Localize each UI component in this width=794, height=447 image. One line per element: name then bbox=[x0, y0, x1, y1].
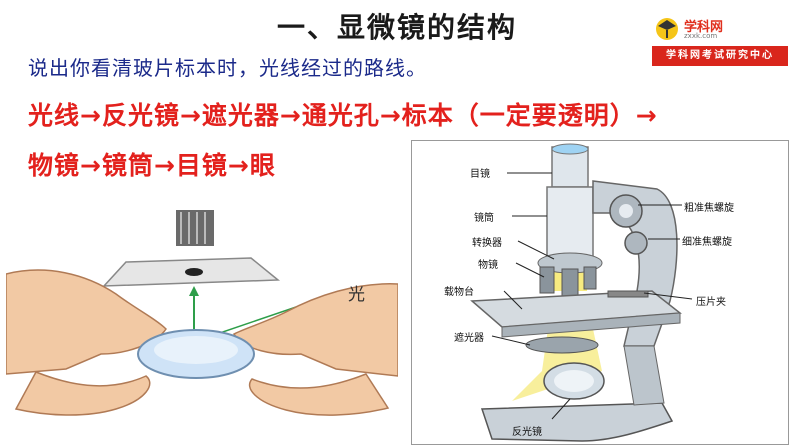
slide-title: 一、显微镜的结构 bbox=[276, 11, 517, 44]
label-clip: 压片夹 bbox=[696, 297, 726, 308]
question-text: 说出你看清玻片标本时，光线经过的路线。 bbox=[28, 56, 427, 80]
microscope-diagram: 目镜 镜筒 转换器 物镜 载物台 遮光器 反光镜 粗准焦螺旋 细准焦螺旋 压片夹 bbox=[411, 140, 789, 445]
label-fine-focus: 细准焦螺旋 bbox=[682, 237, 732, 248]
logo-url: zxxk.com bbox=[684, 32, 718, 40]
logo: 学科网 zxxk.com bbox=[652, 14, 784, 46]
label-mirror: 反光镜 bbox=[512, 427, 542, 438]
light-path-line-2: 物镜→镜筒→目镜→眼 bbox=[28, 151, 276, 180]
label-eyepiece: 目镜 bbox=[470, 169, 490, 180]
right-hand-shape bbox=[232, 283, 399, 377]
left-hand-shape bbox=[5, 269, 167, 375]
microscope-drawing bbox=[470, 143, 693, 442]
light-path-line-1: 光线→反光镜→遮光器→通光孔→标本（一定要透明）→ bbox=[28, 101, 658, 130]
label-nosepiece: 转换器 bbox=[472, 238, 502, 249]
logo-name: 学科网 bbox=[684, 20, 724, 35]
label-coarse-focus: 粗准焦螺旋 bbox=[684, 203, 734, 214]
light-label: 光 bbox=[348, 285, 365, 305]
label-diaphragm: 遮光器 bbox=[454, 333, 484, 344]
logo-banner: 学科网考试研究中心 bbox=[652, 46, 788, 66]
objective-lens-shape bbox=[176, 210, 214, 246]
mirror-illustration: 光 bbox=[5, 204, 399, 444]
logo-mark-icon bbox=[656, 18, 678, 40]
label-objective: 物镜 bbox=[478, 260, 498, 271]
hands-mirror-drawing bbox=[5, 210, 399, 416]
label-stage: 载物台 bbox=[444, 287, 474, 298]
label-tube: 镜筒 bbox=[474, 213, 494, 224]
